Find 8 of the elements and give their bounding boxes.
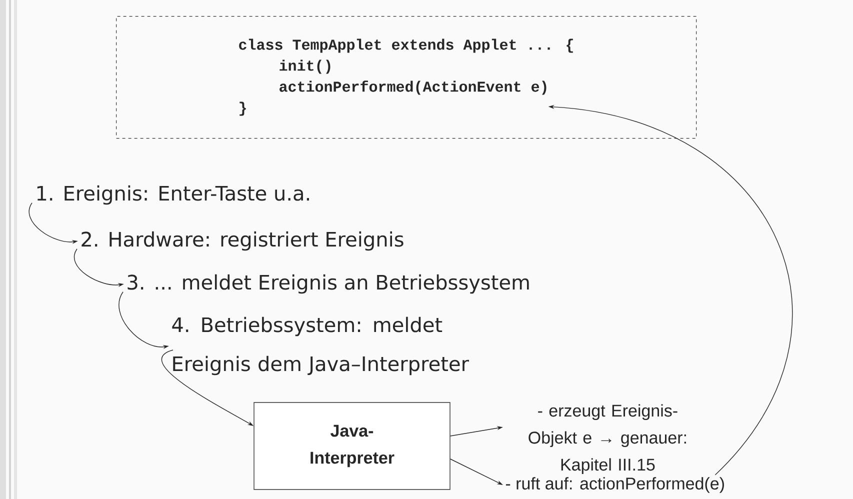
step-text: 2. Hardware: registriert Ereignis	[82, 231, 404, 251]
step-text: 4. Betriebssystem: meldet Ereignis dem Java–Interpreter	[172, 316, 469, 376]
step-text: 3. ... meldet Ereignis an Betriebssystem	[128, 274, 529, 294]
result-text: - ruft auf: actionPerformed(e)	[506, 477, 724, 493]
code-box: class TempApplet extends Applet ... { init() actionPerformed(ActionEvent e) }	[116, 16, 697, 139]
interpreter-box: Java- Interpreter	[254, 402, 450, 490]
step-text: 1. Ereignis: Enter-Taste u.a.	[37, 185, 309, 205]
result-text: - erzeugt Ereignis-Objekt e → genauer: Kapitel III.15	[528, 404, 686, 474]
